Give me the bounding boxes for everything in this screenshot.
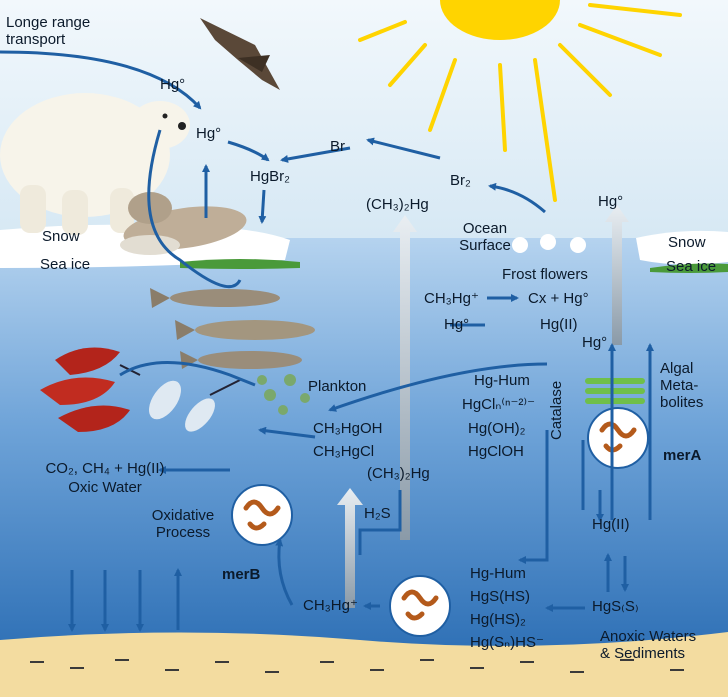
label-br: Br	[330, 138, 345, 155]
label-hg0-right: Hg°	[598, 193, 623, 210]
label-hg0-mid: Hg°	[444, 316, 469, 333]
label-hg0-atmosphere: Hg°	[160, 76, 185, 93]
label-hg-hum-top: Hg-Hum	[474, 372, 530, 389]
label-oxidative-process: Oxidative Process	[138, 507, 228, 541]
label-ocean-surface: Ocean Surface	[450, 220, 520, 254]
label-sea-ice-right: Sea ice	[666, 258, 716, 275]
label-hg0-lower: Hg°	[582, 334, 607, 351]
label-methylmercury-surface: CH₃Hg⁺	[424, 290, 479, 307]
label-anoxic-waters: Anoxic Waters & Sediments	[600, 628, 696, 662]
label-br2: Br₂	[450, 172, 471, 189]
label-hgs-solid: HgS₍S₎	[592, 598, 639, 615]
bacteria-icon-left	[232, 485, 292, 545]
label-dimethylmercury-top: (CH₃)₂Hg	[366, 196, 429, 213]
label-hgsnhs: Hg(Sₙ)HS⁻	[470, 634, 544, 651]
label-merb: merB	[222, 566, 260, 583]
label-dimethylmercury-mid: (CH₃)₂Hg	[367, 465, 430, 482]
label-hgcloh: HgClOH	[468, 443, 524, 460]
label-catalase: Catalase	[548, 381, 565, 440]
label-long-range-transport: Longe range transport	[6, 14, 146, 48]
label-oxic-water: Oxic Water	[30, 479, 180, 496]
label-hg0-left: Hg°	[196, 125, 221, 142]
label-ch3hgoh: CH₃HgOH	[313, 420, 382, 437]
label-hgbr2: HgBr₂	[250, 168, 290, 185]
bacteria-icon-right	[588, 408, 648, 468]
label-algal-metabolites: Algal Meta- bolites	[660, 360, 703, 411]
label-hgii-lower: Hg(II)	[592, 516, 630, 533]
label-hg-hum-bottom: Hg-Hum	[470, 565, 526, 582]
label-hgshs: HgS(HS)	[470, 588, 530, 605]
label-hgcln: HgClₙ⁽ⁿ⁻²⁾⁻	[462, 396, 535, 413]
label-cx-hg0: Cx + Hg°	[528, 290, 589, 307]
label-hgii-mid: Hg(II)	[540, 316, 578, 333]
label-snow-right: Snow	[668, 234, 706, 251]
bacteria-icon-bottom	[390, 576, 450, 636]
ice-algae-left	[180, 259, 300, 269]
label-methylmercury-sediment: CH₃Hg⁺	[303, 597, 358, 614]
label-snow-left: Snow	[42, 228, 80, 245]
label-mera: merA	[663, 447, 701, 464]
label-sea-ice-left: Sea ice	[40, 256, 90, 273]
label-frost-flowers: Frost flowers	[502, 266, 588, 283]
label-oxic-products: CO₂, CH₄ + Hg(II)	[30, 460, 180, 477]
label-hghs2: Hg(HS)₂	[470, 611, 526, 628]
algal-metabolites-icon	[585, 378, 645, 404]
label-plankton: Plankton	[308, 378, 366, 395]
label-h2s: H₂S	[364, 505, 391, 522]
label-ch3hgcl: CH₃HgCl	[313, 443, 374, 460]
label-hgoh2: Hg(OH)₂	[468, 420, 526, 437]
